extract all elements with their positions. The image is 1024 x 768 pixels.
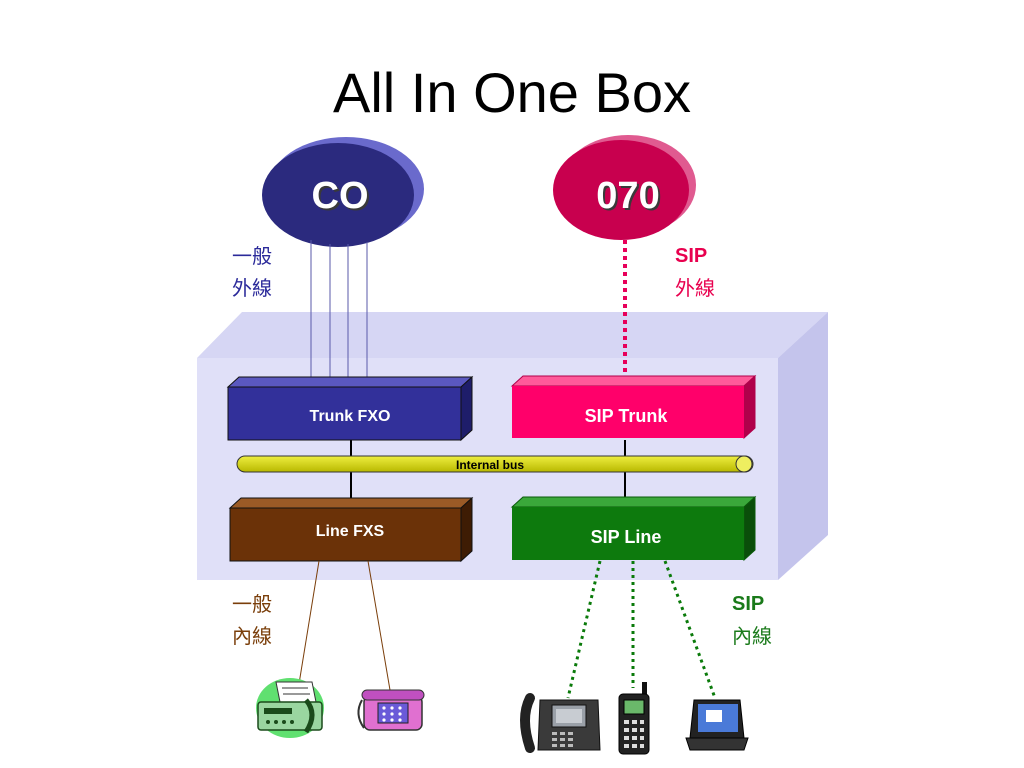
sip-ext-label-line1: SIP: [732, 593, 765, 615]
sip-extension-links: [566, 560, 717, 699]
line-fxs-module: Line FXS: [228, 496, 474, 563]
analog-extension-lines: [297, 560, 391, 691]
analog-ext-label-line1: 一般: [232, 592, 272, 616]
sip-ext-label: SIP 內線: [732, 588, 772, 652]
sip-label-shadow: 070: [598, 177, 661, 219]
pstn-trunk-lines: [310, 240, 368, 384]
sip-label: 070: [596, 175, 659, 217]
analog-ext-label-line2: 內線: [232, 624, 272, 648]
sip-line-module: SIP Line: [510, 495, 757, 562]
sip-trunk-label: SIP Trunk: [585, 406, 669, 426]
co-cloud: CO CO: [262, 137, 424, 247]
sip-trunk-side-label-line1: SIP: [675, 245, 708, 267]
trunk-fxo-label: Trunk FXO: [310, 408, 391, 425]
mobile-phone-icon: [618, 682, 650, 755]
sip-provider-cloud: 070 070: [553, 135, 696, 240]
sip-trunk-side-label: SIP 外線: [675, 240, 715, 304]
sip-trunk-module: SIP Trunk: [510, 374, 757, 440]
fax-machine-icon: [256, 678, 324, 738]
line-fxs-label: Line FXS: [316, 523, 385, 540]
trunk-fxo-module: Trunk FXO: [226, 375, 474, 442]
laptop-icon: [685, 699, 749, 751]
analog-phone-icon: [357, 689, 425, 731]
analog-ext-label: 一般 內線: [232, 588, 272, 652]
sip-ext-label-line2: 內線: [732, 624, 772, 648]
bus-connectors: [350, 440, 626, 498]
sip-ellipse: [553, 140, 689, 240]
pstn-trunk-label-line1: 一般: [232, 244, 272, 268]
internal-bus: Internal bus: [236, 455, 754, 473]
internal-bus-label: Internal bus: [456, 458, 524, 472]
co-ellipse: [262, 143, 414, 247]
co-label-shadow: CO: [314, 177, 371, 219]
sip-line-label: SIP Line: [591, 527, 662, 547]
co-label: CO: [312, 175, 369, 217]
pstn-trunk-label: 一般 外線: [232, 240, 272, 304]
pstn-trunk-label-line2: 外線: [232, 276, 272, 300]
slide-title: All In One Box: [333, 61, 691, 124]
ip-phone-icon: [520, 693, 601, 753]
sip-trunk-side-label-line2: 外線: [675, 276, 715, 300]
